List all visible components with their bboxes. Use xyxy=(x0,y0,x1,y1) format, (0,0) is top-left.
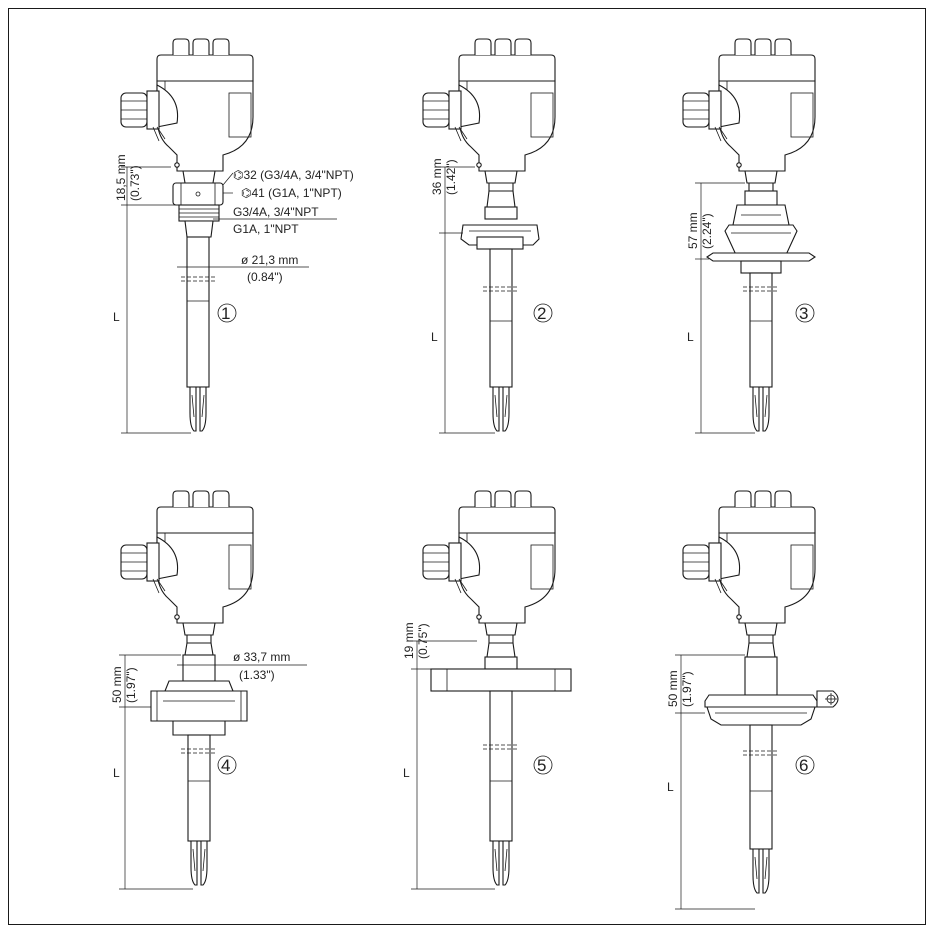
variant-6: 50 mm (1.97") L 6 xyxy=(666,490,839,910)
variant-5-number: 5 xyxy=(537,756,546,775)
variant-1: 18,5 mm (0.73") L ⌬32 (G3/4A, 3/4"NPT) ⌬… xyxy=(113,38,354,434)
variant-6-dim-top: 50 mm xyxy=(666,670,680,707)
variant-3-dim-top: 57 mm xyxy=(686,212,700,249)
variant-4: 50 mm (1.97") L ø 33,7 mm (1.33") 4 xyxy=(110,490,307,890)
technical-drawing: 18,5 mm (0.73") L ⌬32 (G3/4A, 3/4"NPT) ⌬… xyxy=(110,38,839,910)
variant-4-length: L xyxy=(113,766,120,780)
variant-3-length: L xyxy=(687,330,694,344)
variant-1-length: L xyxy=(113,310,120,324)
variant-4-dim-top: 50 mm xyxy=(110,666,124,703)
variant-1-thread-2: G1A, 1"NPT xyxy=(233,222,299,236)
variant-6-length: L xyxy=(667,780,674,794)
variant-6-number: 6 xyxy=(799,756,808,775)
variant-1-hex-1: ⌬32 (G3/4A, 3/4"NPT) xyxy=(233,168,354,182)
variant-1-dim-top-in: (0.73") xyxy=(128,165,142,201)
variant-4-tube-dia-in: (1.33") xyxy=(239,668,275,682)
variant-1-tube-dia-in: (0.84") xyxy=(247,270,283,284)
variant-2: 36 mm (1.42") L 2 xyxy=(422,38,556,434)
variant-2-dim-top-in: (1.42") xyxy=(444,159,458,195)
variant-1-hex-2: ⌬41 (G1A, 1"NPT) xyxy=(241,186,342,200)
variant-5-dim-top-in: (0.75") xyxy=(416,623,430,659)
drawing-frame: 18,5 mm (0.73") L ⌬32 (G3/4A, 3/4"NPT) ⌬… xyxy=(8,8,926,925)
variant-6-dim-top-in: (1.97") xyxy=(680,671,694,707)
variant-5-dim-top: 19 mm xyxy=(402,622,416,659)
variant-4-number: 4 xyxy=(221,756,230,775)
variant-1-number: 1 xyxy=(221,304,230,323)
variant-1-tube-dia: ø 21,3 mm xyxy=(241,253,298,267)
variant-5-length: L xyxy=(403,766,410,780)
variant-4-dim-top-in: (1.97") xyxy=(124,667,138,703)
variant-2-length: L xyxy=(431,330,438,344)
variant-3-dim-top-in: (2.24") xyxy=(700,213,714,249)
variant-1-thread-1: G3/4A, 3/4"NPT xyxy=(233,205,319,219)
variant-2-dim-top: 36 mm xyxy=(430,158,444,195)
variant-1-dim-top: 18,5 mm xyxy=(114,154,128,201)
variant-5: 19 mm (0.75") L 5 xyxy=(402,490,572,890)
variant-2-number: 2 xyxy=(537,304,546,323)
variant-4-tube-dia: ø 33,7 mm xyxy=(233,650,290,664)
variant-3: 57 mm (2.24") L 3 xyxy=(682,38,816,434)
variant-3-number: 3 xyxy=(799,304,808,323)
